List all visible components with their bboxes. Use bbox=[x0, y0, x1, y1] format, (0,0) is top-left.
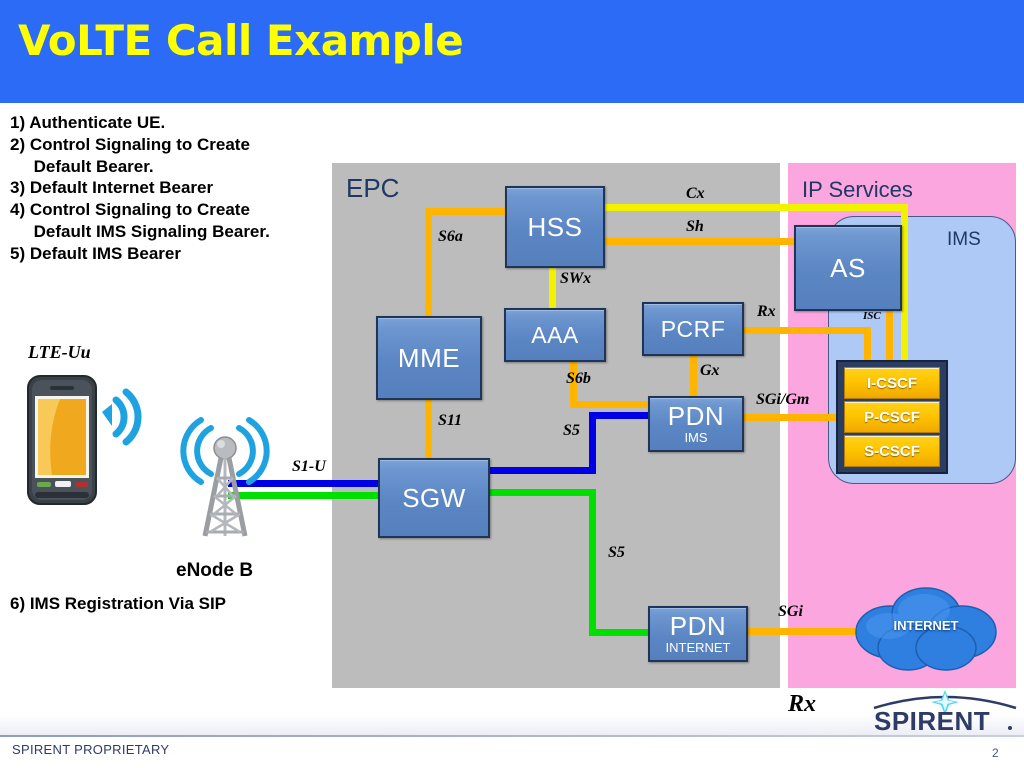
label-s5-ims: S5 bbox=[563, 422, 580, 439]
node-sgw-label: SGW bbox=[402, 483, 466, 513]
node-pdn-internet-sublabel: INTERNET bbox=[665, 639, 731, 655]
link-s5-internet-seg2 bbox=[589, 489, 596, 629]
link-sh bbox=[598, 238, 798, 245]
link-cx-horizontal bbox=[598, 204, 908, 211]
node-as-label: AS bbox=[830, 253, 866, 283]
node-sgw[interactable]: SGW bbox=[378, 458, 490, 538]
node-hss[interactable]: HSS bbox=[505, 186, 605, 268]
link-s5-internet-seg3 bbox=[589, 629, 655, 636]
list-item: 5) Default IMS Bearer bbox=[10, 243, 181, 263]
label-gx: Gx bbox=[700, 362, 720, 379]
link-gx bbox=[690, 352, 697, 400]
link-s5-internet-seg1 bbox=[486, 489, 596, 496]
link-s1u-blue bbox=[228, 480, 380, 487]
internet-cloud-icon: INTERNET bbox=[846, 580, 1006, 676]
link-s6a-horizontal bbox=[425, 208, 510, 215]
list-item: 4) Control Signaling to Create Default I… bbox=[10, 200, 270, 241]
label-isc: ISC bbox=[863, 310, 881, 322]
link-sgi-gm bbox=[740, 414, 842, 421]
link-s5-ims-seg1 bbox=[486, 467, 596, 474]
link-swx bbox=[549, 262, 556, 312]
ims-panel-label: IMS bbox=[947, 229, 981, 250]
node-pdn-internet[interactable]: PDN INTERNET bbox=[648, 606, 748, 662]
ue-phone-icon bbox=[26, 374, 98, 506]
spirent-logo: SPIRENT bbox=[872, 688, 1018, 736]
cscf-p[interactable]: P-CSCF bbox=[844, 401, 940, 433]
node-pdn-internet-label: PDN bbox=[669, 610, 727, 641]
link-s6b-vertical bbox=[570, 358, 577, 408]
link-s5-ims-seg3 bbox=[589, 412, 655, 419]
page-number: 2 bbox=[992, 746, 999, 760]
link-rx-horizontal bbox=[740, 327, 870, 334]
cscf-stack[interactable]: I-CSCF P-CSCF S-CSCF bbox=[836, 360, 948, 474]
slide-header-bar: VoLTE Call Example bbox=[0, 0, 1024, 103]
label-sh: Sh bbox=[686, 218, 704, 235]
footer-band bbox=[0, 714, 1024, 735]
enodeb-label: eNode B bbox=[176, 560, 254, 581]
footer-notice: SPIRENT PROPRIETARY bbox=[12, 742, 170, 757]
cscf-s[interactable]: S-CSCF bbox=[844, 435, 940, 467]
link-s11 bbox=[425, 396, 432, 466]
cscf-i[interactable]: I-CSCF bbox=[844, 367, 940, 399]
link-s6a-vertical bbox=[425, 208, 432, 318]
link-s1u-green bbox=[228, 492, 380, 499]
svg-text:SPIRENT: SPIRENT bbox=[874, 706, 990, 734]
label-s6a: S6a bbox=[438, 228, 463, 245]
ue-signal-icon bbox=[102, 388, 142, 446]
bullet-list: 1) Authenticate UE. 2) Control Signaling… bbox=[10, 112, 340, 264]
ip-services-panel-label: IP Services bbox=[802, 177, 913, 202]
label-s6b: S6b bbox=[566, 370, 591, 387]
list-item: 2) Control Signaling to Create Default B… bbox=[10, 134, 250, 176]
footer-divider bbox=[0, 735, 1024, 737]
node-pdn-ims[interactable]: PDN IMS bbox=[648, 396, 744, 452]
label-lte-uu: LTE-Uu bbox=[28, 342, 91, 362]
node-pcrf[interactable]: PCRF bbox=[642, 302, 744, 356]
link-s6b-horizontal bbox=[570, 401, 660, 408]
label-sgi: SGi bbox=[778, 603, 803, 620]
list-item-6: 6) IMS Registration Via SIP bbox=[10, 594, 227, 613]
link-cx-vertical bbox=[901, 204, 908, 364]
node-aaa[interactable]: AAA bbox=[504, 308, 606, 362]
list-item: 3) Default Internet Bearer bbox=[10, 178, 214, 198]
epc-panel-label: EPC bbox=[346, 173, 400, 203]
label-rx-bottom: Rx bbox=[788, 691, 817, 717]
node-pdn-ims-label: PDN bbox=[667, 400, 725, 431]
node-hss-label: HSS bbox=[527, 212, 583, 242]
label-s5-internet: S5 bbox=[608, 544, 625, 561]
node-pcrf-label: PCRF bbox=[660, 315, 726, 342]
label-swx: SWx bbox=[560, 270, 592, 287]
node-aaa-label: AAA bbox=[531, 321, 579, 348]
label-rx-top: Rx bbox=[757, 303, 776, 320]
page-title: VoLTE Call Example bbox=[18, 16, 464, 65]
label-s1u: S1-U bbox=[292, 458, 326, 475]
label-sgi-gm: SGi/Gm bbox=[756, 391, 810, 408]
link-sgi bbox=[740, 628, 870, 635]
link-rx-vertical bbox=[864, 327, 871, 367]
link-isc bbox=[886, 308, 893, 366]
link-s5-ims-seg2 bbox=[589, 412, 596, 474]
node-mme[interactable]: MME bbox=[376, 316, 482, 400]
label-cx: Cx bbox=[686, 185, 705, 202]
label-s11: S11 bbox=[438, 412, 463, 429]
enodeb-tower-icon bbox=[175, 412, 275, 540]
list-item: 1) Authenticate UE. bbox=[10, 113, 166, 132]
node-pdn-ims-sublabel: IMS bbox=[684, 429, 708, 445]
node-mme-label: MME bbox=[397, 343, 461, 373]
node-as[interactable]: AS bbox=[794, 225, 902, 311]
internet-cloud-label: INTERNET bbox=[893, 618, 959, 633]
